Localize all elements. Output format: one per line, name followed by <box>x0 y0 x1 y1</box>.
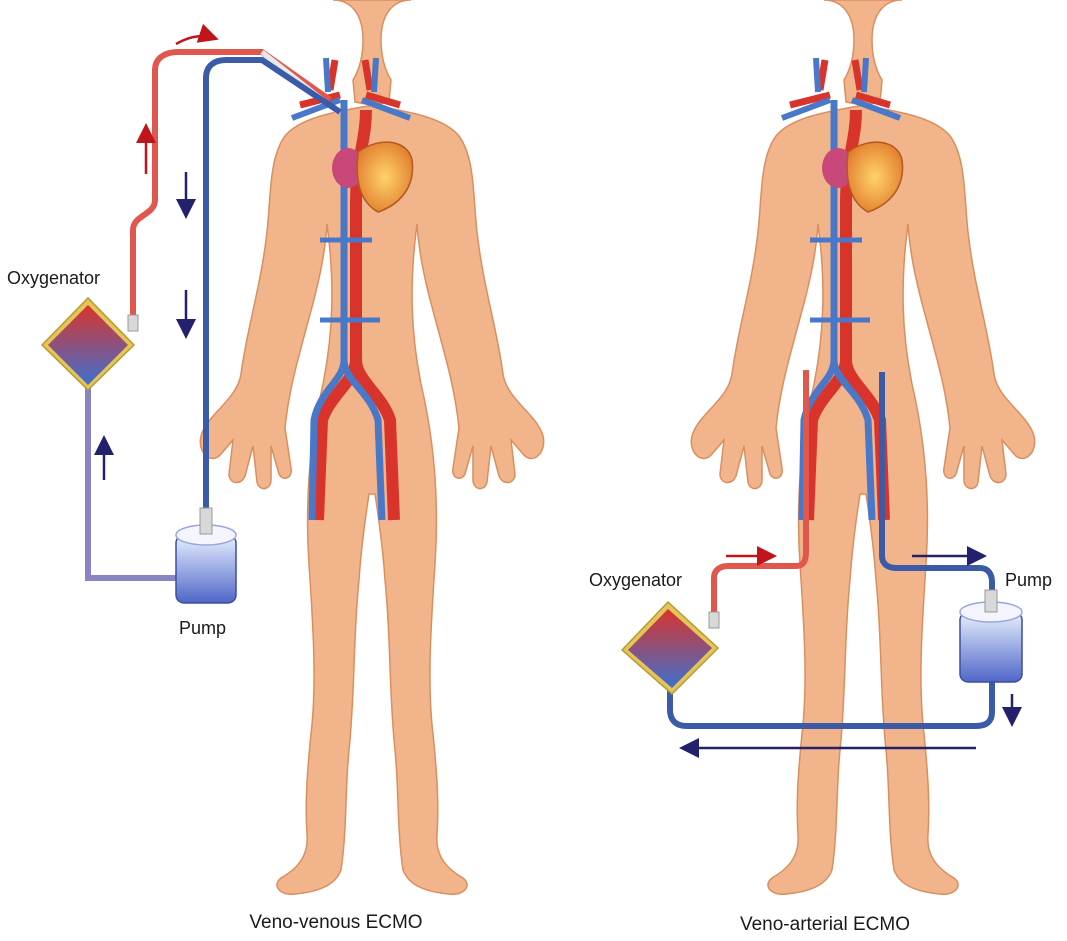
vv-title: Veno-venous ECMO <box>226 912 446 934</box>
vv-pump-device <box>176 508 236 603</box>
va-oxygenator-label: Oxygenator <box>589 570 682 591</box>
vv-pump-label: Pump <box>179 618 226 639</box>
va-pump-device <box>960 590 1022 682</box>
va-title: Veno-arterial ECMO <box>715 914 935 936</box>
vv-oxygenator-device <box>42 298 138 390</box>
vv-flow-arrows <box>104 36 214 480</box>
va-body <box>691 0 1034 894</box>
arrow-red-icon <box>176 36 214 44</box>
vv-panel <box>42 0 544 894</box>
va-panel <box>622 0 1035 894</box>
vv-oxygenator-label: Oxygenator <box>7 268 100 289</box>
vv-body <box>200 0 543 894</box>
vv-oxygenator-to-pump-line <box>88 368 176 578</box>
va-pump-label: Pump <box>1005 570 1052 591</box>
va-oxygenator-device <box>622 602 719 694</box>
